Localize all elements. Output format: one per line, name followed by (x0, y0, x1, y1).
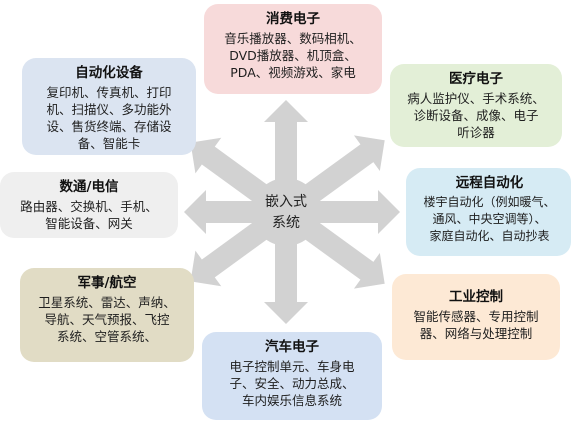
card-line: PDA、视频游戏、家电 (230, 65, 356, 80)
card-line: 车内娱乐信息系统 (241, 393, 342, 408)
card-line: 诊断设备、成像、电子 (413, 108, 539, 123)
card-line: 通风、中央空调等）、 (432, 212, 547, 226)
card-line: 机、扫描仪、多功能外 (46, 102, 172, 117)
card-title: 医疗电子 (449, 71, 503, 87)
card-line: 智能传感器、专用控制 (413, 309, 539, 324)
card-title: 工业控制 (449, 289, 503, 305)
card-line: DVD播放器、机顶盒、 (229, 48, 357, 63)
card-line: 备、智能卡 (77, 136, 141, 151)
center-label-line2: 系统 (272, 215, 300, 231)
card-line: 楼宇自动化（例如暖气、 (423, 195, 556, 209)
card-line: 智能设备、网关 (45, 216, 133, 231)
card-line: 器、网络与处理控制 (419, 326, 533, 341)
card-line: 复印机、传真机、打印 (46, 85, 172, 100)
card-line: 设、售货终端、存储设 (46, 119, 172, 134)
card-line: 导航、天气预报、飞控 (44, 312, 170, 327)
card-medical-electronics: 医疗电子 病人监护仪、手术系统、 诊断设备、成像、电子 听诊器 (390, 64, 562, 147)
card-automation-equipment: 自动化设备 复印机、传真机、打印 机、扫描仪、多功能外 设、售货终端、存储设 备… (22, 58, 196, 155)
card-title: 消费电子 (266, 11, 320, 27)
card-military-aerospace: 军事/航空 卫星系统、雷达、声纳、 导航、天气预报、飞控 系统、空管系统、 (20, 268, 194, 362)
card-line: 病人监护仪、手术系统、 (407, 91, 545, 106)
card-line: 卫星系统、雷达、声纳、 (38, 295, 176, 310)
card-line: 听诊器 (457, 125, 495, 140)
card-datacom-telecom: 数通/电信 路由器、交换机、手机、 智能设备、网关 (0, 172, 178, 238)
card-line: 音乐播放器、数码相机、 (224, 31, 362, 46)
card-line: 电子控制单元、车身电 (229, 359, 355, 374)
card-line: 子、安全、动力总成、 (229, 376, 355, 391)
card-remote-automation: 远程自动化 楼宇自动化（例如暖气、 通风、中央空调等）、 家庭自动化、自动抄表 (406, 168, 571, 256)
card-line: 路由器、交换机、手机、 (20, 199, 158, 214)
card-industrial-control: 工业控制 智能传感器、专用控制 器、网络与处理控制 (392, 274, 560, 360)
card-line: 家庭自动化、自动抄表 (429, 229, 550, 243)
card-title: 数通/电信 (59, 179, 119, 195)
card-title: 自动化设备 (75, 65, 143, 81)
card-title: 远程自动化 (455, 175, 524, 191)
center-label-embedded-system: 嵌入式 系统 (236, 192, 336, 234)
card-consumer-electronics: 消费电子 音乐播放器、数码相机、 DVD播放器、机顶盒、 PDA、视频游戏、家电 (204, 4, 382, 94)
center-label-line1: 嵌入式 (265, 194, 307, 210)
card-title: 军事/航空 (77, 275, 137, 291)
card-title: 汽车电子 (265, 339, 319, 355)
card-line: 系统、空管系统、 (56, 329, 157, 344)
arrow-hub (252, 178, 320, 246)
card-automotive-electronics: 汽车电子 电子控制单元、车身电 子、安全、动力总成、 车内娱乐信息系统 (202, 332, 382, 420)
